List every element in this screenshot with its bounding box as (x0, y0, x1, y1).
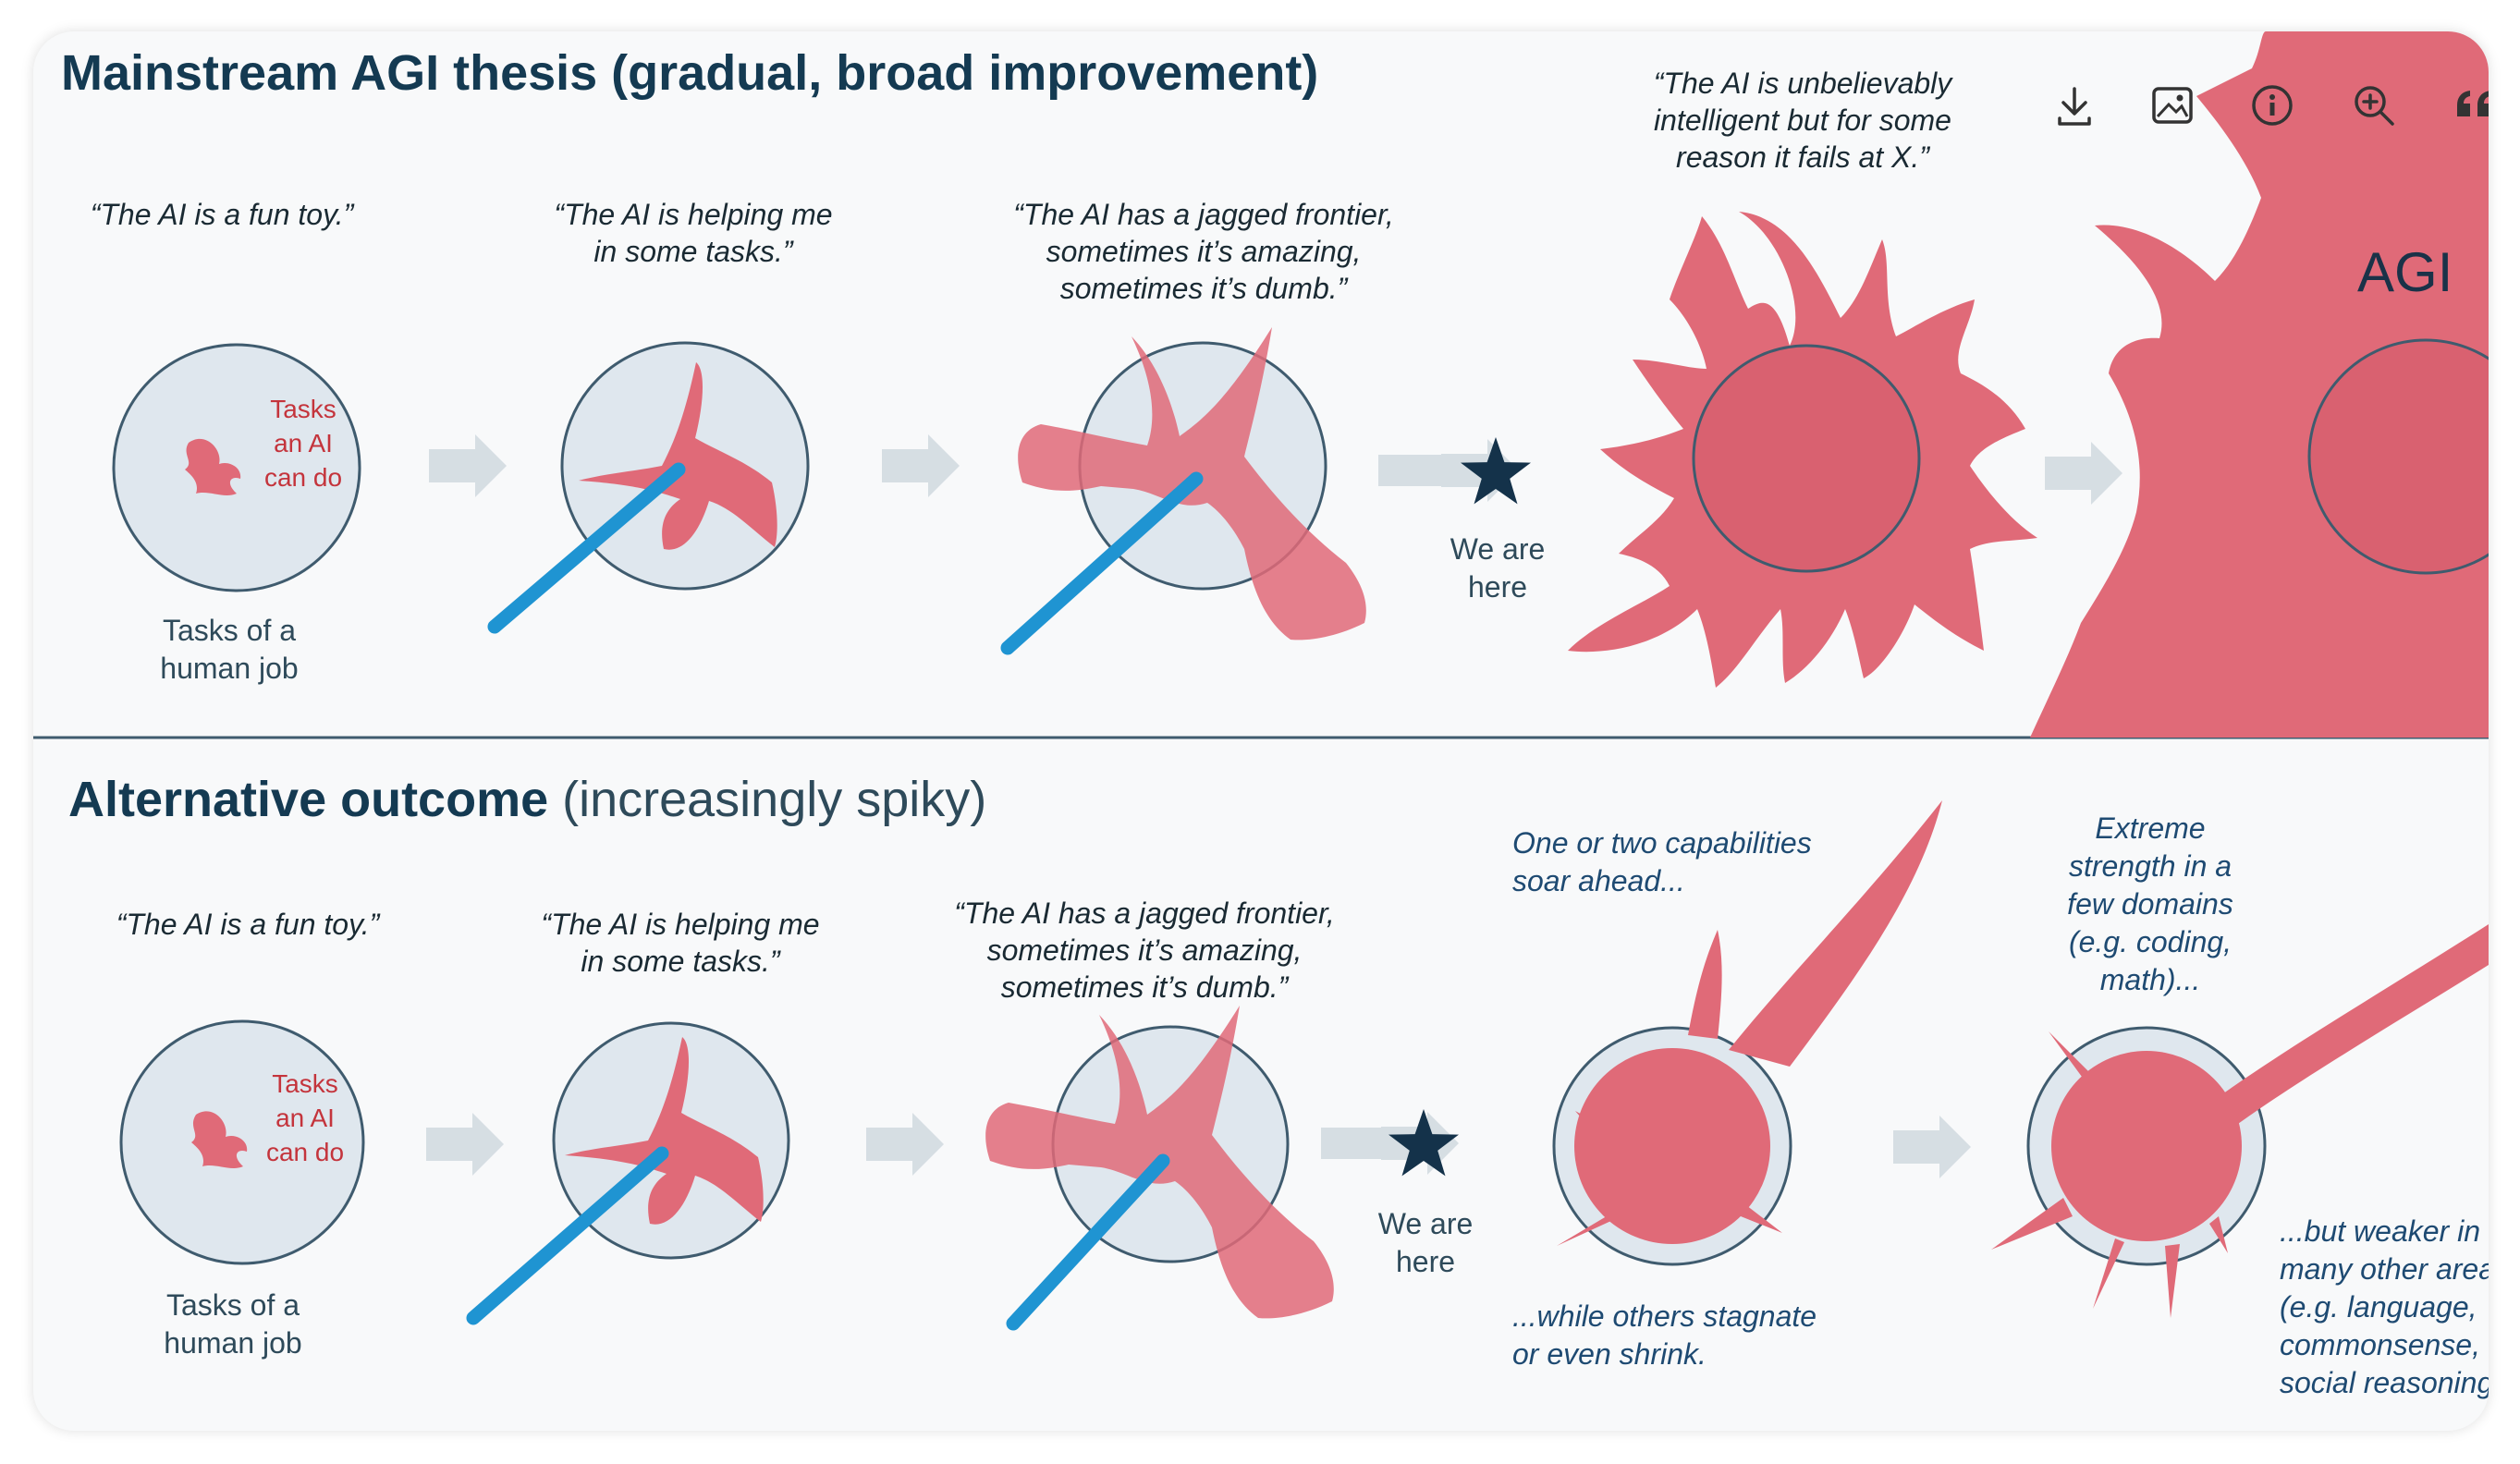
bottom-stage-2 (466, 1021, 790, 1325)
progress-arrow (882, 434, 960, 497)
stunted-spike (2209, 1216, 2228, 1253)
human-job-circle (1692, 344, 1921, 573)
top-stage-4 (1568, 212, 2037, 688)
illustration-canvas (33, 31, 2489, 1331)
pointer-line (466, 1146, 669, 1325)
bottom-stage-4 (1552, 800, 1942, 1266)
bottom-title-rest: (increasingly spiky) (548, 772, 987, 827)
bottom-stage-5 (1991, 924, 2489, 1318)
top-section-title: Mainstream AGI thesis (gradual, broad im… (61, 45, 1319, 101)
stunted-spike (1991, 1198, 2073, 1250)
human-job-circle (2307, 338, 2489, 575)
pointer-line (1000, 471, 1204, 655)
quote-fun-toy: “The AI is a fun toy.” (90, 198, 354, 231)
progress-arrow (866, 1113, 944, 1176)
pointer-line (487, 462, 686, 634)
soaring-spike (1729, 800, 1942, 1067)
stunted-spike (2165, 1244, 2180, 1318)
progress-arrow (2045, 442, 2122, 505)
bottom-stage-3 (985, 1006, 1334, 1331)
progress-arrow (429, 434, 507, 497)
bottom-section-title: Alternative outcome (increasingly spiky) (68, 771, 986, 828)
stunted-spike (2093, 1238, 2124, 1309)
soaring-spike (2202, 924, 2489, 1137)
human-job-circle (112, 343, 361, 592)
top-stage-3 (1000, 327, 1366, 655)
ai-capability-blob (579, 362, 777, 550)
quote-jagged-frontier: “The AI has a jagged frontier,sometimes … (1013, 198, 1394, 305)
agi-label: AGI (2357, 241, 2453, 303)
zoom-in-icon[interactable] (2350, 81, 2398, 134)
progress-arrow (1893, 1116, 1971, 1178)
image-toolbar (2050, 81, 2489, 137)
info-icon[interactable] (2248, 81, 2296, 134)
top-stage-2 (487, 341, 810, 634)
image-icon[interactable] (2148, 81, 2196, 134)
quote-jagged-frontier: “The AI has a jagged frontier,sometimes … (954, 897, 1335, 1004)
quote-fun-toy: “The AI is a fun toy.” (116, 908, 380, 941)
top-stage-agi (2030, 31, 2489, 738)
spike (1688, 930, 1722, 1039)
pointer-line (1006, 1153, 1170, 1331)
ai-capability-blob (191, 1111, 248, 1168)
top-stage-1 (112, 343, 361, 592)
ai-capability-core (1574, 1048, 1770, 1244)
infographic-card: Mainstream AGI thesis (gradual, broad im… (33, 31, 2489, 1431)
we-are-here-star-icon (1461, 437, 1531, 505)
bottom-stage-1 (119, 1019, 365, 1265)
ai-capability-blob (565, 1037, 764, 1225)
quote-icon[interactable] (2450, 81, 2489, 134)
download-icon[interactable] (2050, 81, 2098, 134)
bottom-title-bold: Alternative outcome (68, 772, 549, 827)
progress-arrow-tail (1378, 455, 1480, 486)
we-are-here-star-icon (1388, 1109, 1459, 1177)
progress-arrow (426, 1113, 504, 1176)
ai-capability-blob (185, 438, 241, 495)
ai-capability-core (2051, 1051, 2242, 1241)
